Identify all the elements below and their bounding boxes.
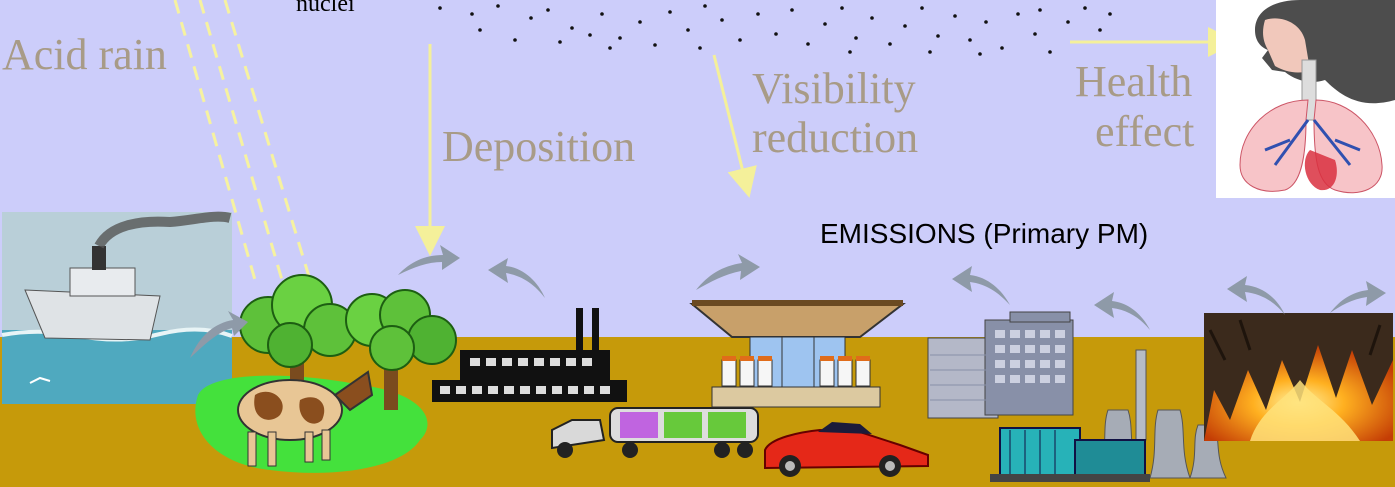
nuclei-label: nuclei <box>296 0 355 17</box>
factory-icon <box>432 308 627 402</box>
yellow-arrows <box>415 27 1238 256</box>
gas-station-icon <box>689 300 906 408</box>
ship-icon <box>1 211 233 404</box>
deposition-label: Deposition <box>442 122 636 171</box>
human-respiratory-icon <box>1216 0 1395 198</box>
cow-icon <box>237 370 374 467</box>
tanker-truck-icon <box>551 407 759 458</box>
visibility-label-line2: reduction <box>752 113 919 162</box>
health-label-line1: Health <box>1075 57 1193 106</box>
visibility-arrow <box>712 54 757 198</box>
wildfire-icon <box>1204 313 1393 441</box>
emissions-label: EMISSIONS (Primary PM) <box>820 218 1149 249</box>
trees-icon <box>239 274 457 415</box>
acid-rain-streaks <box>173 0 312 281</box>
sports-car-icon <box>764 422 929 477</box>
acid-rain-label: Acid rain <box>2 30 167 79</box>
office-building-icon <box>927 311 1074 419</box>
emission-arrows <box>190 245 1386 358</box>
health-label-line2: effect <box>1095 107 1195 156</box>
visibility-label-line1: Visibility <box>752 64 916 113</box>
nuclei-particles <box>438 4 1112 56</box>
